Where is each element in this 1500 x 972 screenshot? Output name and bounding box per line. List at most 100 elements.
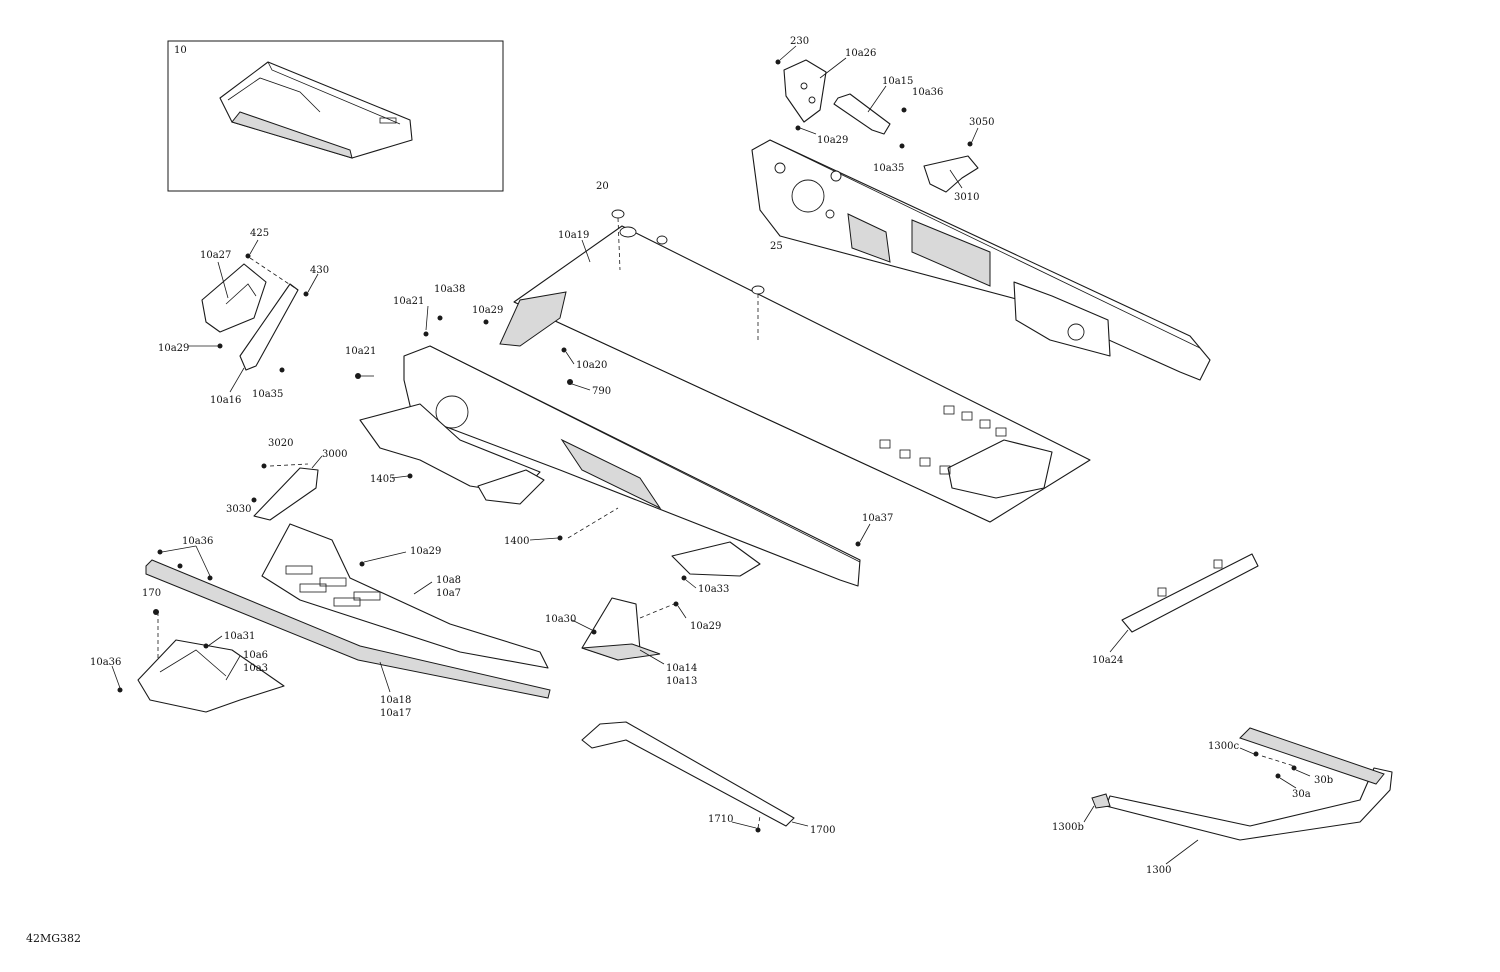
callout-10a3: 10a3 [243,663,268,674]
fastener-10a29-left [217,343,223,349]
callout-10a20: 10a20 [576,360,607,371]
right-panel-large-hole [791,179,825,213]
callout-10a29-board: 10a29 [410,546,441,557]
bracket-10a26-hole-1 [800,82,808,90]
running-board-slot-2 [319,577,347,587]
bracket-10a14-base [581,643,661,661]
callout-1710: 1710 [708,814,733,825]
fastener-10a35-top [899,143,905,149]
front-guard-body [137,639,285,713]
fastener-170 [153,609,159,615]
callout-10a21-b: 10a21 [345,346,376,357]
fastener-30a [1275,773,1281,779]
callout-10a26: 10a26 [845,48,876,59]
bracket-10a27-body [201,263,267,333]
dash-3020 [269,463,309,467]
fastener-1400 [557,535,563,541]
bracket-3000-body [253,467,319,521]
tunnel-filler-neck [619,226,637,238]
right-panel-hole-3 [825,209,835,219]
right-panel-hole-4 [1067,323,1085,341]
leader-425 [249,239,259,255]
callout-10a16: 10a16 [210,395,241,406]
inset-tunnel-side [231,111,353,159]
callout-1400: 1400 [504,536,529,547]
bracket-10a27 [201,263,267,333]
bumper-end-cap-1300b [1091,793,1111,809]
inset-logo-mark [379,117,397,124]
fastener-1300c [1253,751,1259,757]
assembly-lines [157,217,1295,829]
tunnel-vent-3 [979,419,991,429]
fastener-10a29-board [359,561,365,567]
leader-3000 [311,455,323,469]
fastener-10a20 [561,347,567,353]
bracket-10a14 [581,597,661,661]
right-side-panel [751,139,1211,381]
leader-10a15 [867,85,887,113]
callout-10a36-top: 10a36 [912,87,943,98]
leader-30a [1279,777,1297,789]
right-panel-hole-1 [774,162,786,174]
leader-10a20 [565,351,575,365]
plate-10a15-body [833,93,891,135]
callout-10a18: 10a18 [380,695,411,706]
leader-10a21-a [425,305,429,331]
bar-10a16-body [239,283,299,371]
trim-strip-body [145,559,551,699]
bracket-3010 [923,155,979,193]
leader-1300c [1239,747,1255,755]
right-panel-rear-plate [1013,281,1111,357]
dash-425 [249,257,299,291]
callout-30a: 30a [1292,789,1311,800]
fastener-430 [303,291,309,297]
fastener-10a36-top [901,107,907,113]
callout-10a19: 10a19 [558,230,589,241]
front-guard-10a6 [137,639,285,713]
leader-10a18 [379,661,391,693]
callout-10a30: 10a30 [545,614,576,625]
fastener-10a37 [855,541,861,547]
bracket-10a26 [783,59,827,123]
callout-10a29-center: 10a29 [472,305,503,316]
callout-3020: 3020 [268,438,293,449]
callout-10a33: 10a33 [698,584,729,595]
rail-10a24-body [1121,553,1259,633]
callout-10a35-top: 10a35 [873,163,904,174]
callout-1300c: 1300c [1208,741,1239,752]
leader-10a24 [1109,629,1129,653]
tunnel-vent-5 [879,439,891,449]
left-side-panel [359,345,861,587]
fastener-10a36-b [177,563,183,569]
callout-1700: 1700 [810,825,835,836]
bracket-10a26-hole-2 [808,96,816,104]
grommet-20 [611,209,625,219]
callout-10a27: 10a27 [200,250,231,261]
inset-label: 10 [174,45,187,56]
callout-10a7: 10a7 [436,588,461,599]
fastener-3030 [251,497,257,503]
inset-tunnel-edge [267,61,401,125]
leader-10a31 [207,635,223,647]
fastener-1405 [407,473,413,479]
rail-10a24 [1121,553,1259,633]
callout-20: 20 [596,181,609,192]
leader-10a29-lower [677,605,687,619]
callout-10a17: 10a17 [380,708,411,719]
running-board [261,523,549,669]
callout-10a36-a: 10a36 [182,536,213,547]
leader-lines [111,45,1311,865]
document-id: 42MG382 [26,932,81,945]
callout-10a38: 10a38 [434,284,465,295]
leader-10a33 [685,579,697,589]
dash-1710 [757,815,761,829]
fastener-425 [245,253,251,259]
leader-10a14 [639,649,665,665]
plate-10a15 [833,93,891,135]
leader-10a36-c [195,545,211,577]
callout-10a29-lower: 10a29 [690,621,721,632]
leader-10a6 [225,655,241,681]
callout-170: 170 [142,588,161,599]
